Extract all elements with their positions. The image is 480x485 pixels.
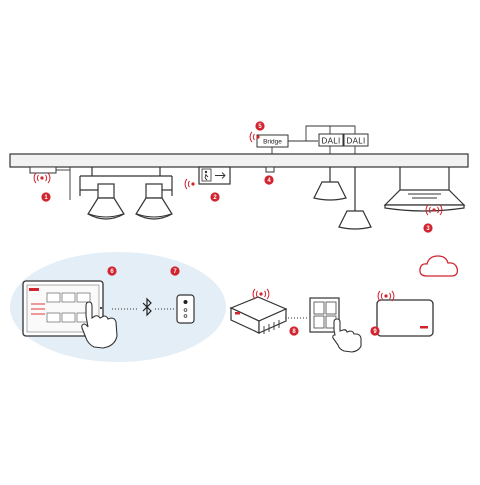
badge-number: 1 (44, 195, 48, 201)
cloud-gateway-device (376, 299, 434, 337)
badge-8: 8 (289, 326, 299, 336)
recessed-panel (383, 167, 466, 212)
badge-4: 4 (264, 175, 274, 185)
pendant-lamp-2 (338, 167, 372, 230)
badge-5: 5 (255, 121, 265, 131)
wireless-signal-icon (252, 288, 270, 300)
badge-number: 5 (258, 124, 262, 130)
ceiling-track (9, 153, 469, 168)
badge-3: 3 (423, 223, 433, 233)
bluetooth-icon (142, 297, 152, 317)
bridge-box: Bridge (256, 134, 289, 148)
wireless-signal-icon (33, 172, 51, 184)
badge-number: 3 (426, 226, 430, 232)
wireless-signal-icon (377, 290, 395, 302)
control-wiring (271, 125, 356, 154)
cloud-icon (419, 255, 459, 277)
dali-label-1: DALI (322, 137, 341, 146)
spotlight-1 (80, 183, 125, 220)
ceiling-sensor (29, 166, 71, 200)
badge-6: 6 (107, 266, 117, 276)
badge-number: 6 (110, 269, 114, 275)
hand-pointer-icon (81, 301, 118, 349)
badge-number: 4 (267, 178, 271, 184)
badge-1: 1 (41, 192, 51, 202)
spotlight-2 (135, 183, 173, 220)
wireless-signal-icon (425, 204, 443, 216)
hand-pointer-icon (332, 318, 362, 353)
emergency-exit-icon (198, 166, 231, 185)
wireless-signal-icon (184, 178, 195, 190)
spotlight-bracket (79, 167, 173, 196)
gateway-device (229, 296, 288, 334)
dali-label-2: DALI (347, 137, 366, 146)
wireless-signal-icon (249, 131, 260, 143)
badge-number: 7 (173, 269, 177, 275)
badge-9: 9 (370, 326, 380, 336)
badge-number: 9 (373, 329, 377, 335)
dali-box-2: DALI (343, 133, 369, 147)
dali-box-1: DALI (318, 133, 344, 147)
bluetooth-hub-device (176, 294, 195, 324)
pendant-lamp-1 (313, 167, 347, 201)
bridge-label: Bridge (263, 139, 282, 146)
badge-number: 2 (213, 195, 217, 201)
badge-number: 8 (292, 329, 296, 335)
badge-7: 7 (170, 266, 180, 276)
badge-2: 2 (210, 192, 220, 202)
track-node (265, 166, 275, 173)
